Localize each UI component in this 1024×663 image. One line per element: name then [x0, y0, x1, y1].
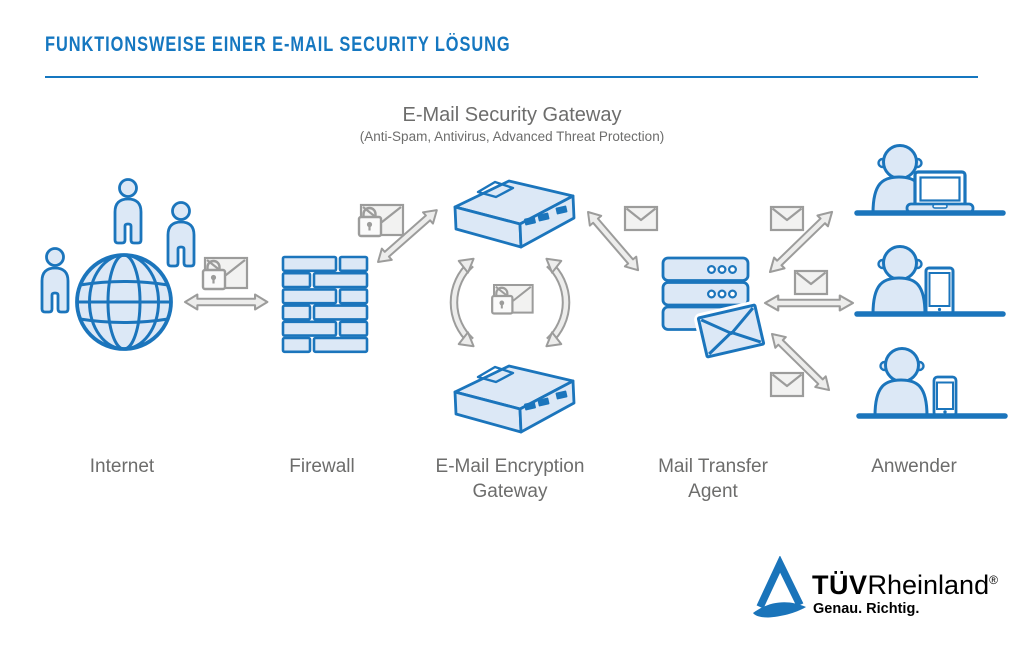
page-title: FUNKTIONSWEISE EINER E-MAIL SECURITY LÖS…	[45, 33, 511, 56]
mail-icon-user-tablet	[793, 269, 829, 296]
label-firewall: Firewall	[289, 456, 355, 477]
globe-icon	[75, 253, 173, 351]
encryption-gateway-top-icon	[453, 179, 576, 249]
title-underline	[45, 76, 978, 78]
logo-brand-secondary: Rheinland	[867, 570, 990, 600]
locked-mail-icon-internet	[201, 256, 249, 291]
internet-user-right-icon	[166, 201, 196, 268]
gateway-heading-subtitle: (Anti-Spam, Antivirus, Advanced Threat P…	[359, 129, 665, 144]
logo-tagline: Genau. Richtig.	[813, 601, 920, 617]
tuv-rheinland-triangle-icon	[753, 556, 806, 618]
logo-brand-primary: TÜV	[812, 570, 868, 600]
gateway-heading-title: E-Mail Security Gateway	[402, 104, 622, 126]
mail-transfer-agent-icon	[661, 256, 750, 331]
gateway-heading: E-Mail Security Gateway (Anti-Spam, Anti…	[262, 104, 762, 145]
label-internet: Internet	[89, 456, 155, 477]
mail-icon-user-laptop	[769, 205, 805, 232]
laptop-icon	[905, 170, 975, 214]
arrow-mta-user-tablet	[763, 294, 855, 312]
outgoing-mail-icon	[694, 300, 768, 362]
cycle-arrow-right	[540, 251, 571, 354]
user-with-phone-icon	[856, 347, 1008, 419]
label-users: Anwender	[871, 456, 957, 477]
cycle-arrow-left	[449, 251, 480, 354]
encryption-gateway-bottom-icon	[453, 364, 576, 434]
arrow-internet-firewall	[183, 293, 269, 311]
tuv-rheinland-wordmark: TÜVRheinland®	[812, 570, 998, 601]
locked-mail-icon-firewall	[357, 203, 405, 238]
internet-user-top-icon	[113, 178, 143, 245]
locked-mail-icon-cycle	[491, 283, 534, 315]
user-with-tablet-icon	[854, 245, 1006, 317]
internet-user-left-icon	[40, 247, 70, 314]
registered-trademark-symbol: ®	[989, 573, 998, 587]
firewall-icon	[281, 255, 369, 354]
label-mail-transfer-agent: Mail Transfer Agent	[658, 456, 768, 502]
label-encryption-gateway: E-Mail Encryption Gateway	[435, 456, 585, 502]
mail-icon-gateway-mta	[623, 205, 659, 232]
tablet-icon	[924, 266, 955, 316]
smartphone-icon	[932, 375, 958, 418]
mail-icon-user-phone	[769, 371, 805, 398]
user-with-laptop-icon	[854, 144, 1006, 216]
